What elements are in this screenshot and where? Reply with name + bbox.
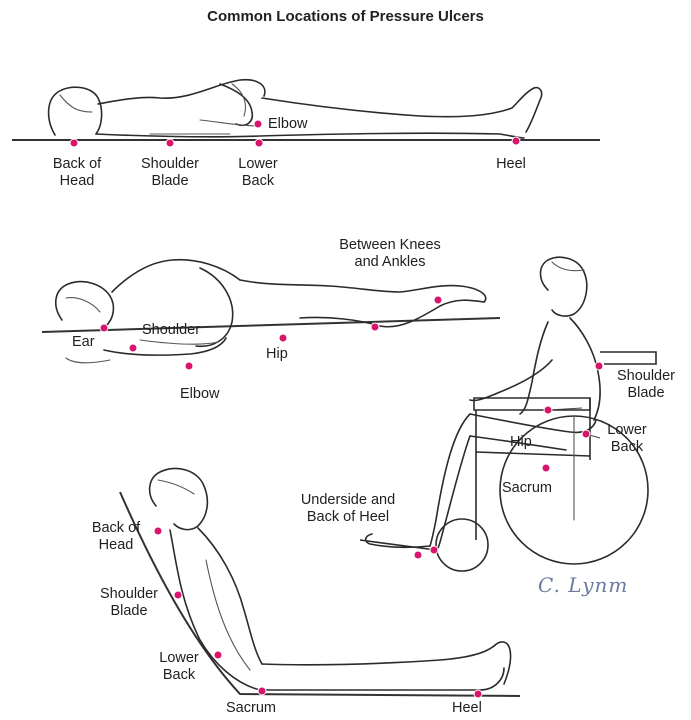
label-supine-heel: Heel (486, 156, 536, 173)
supine-figure (12, 80, 600, 147)
label-wheelchair-sacrum: Sacrum (502, 480, 552, 497)
label-side-hip: Hip (266, 346, 288, 363)
label-reclining-sacrum: Sacrum (226, 700, 276, 717)
label-reclining-heel: Heel (452, 700, 482, 717)
artist-signature: C. Lynm (538, 573, 628, 597)
label-side-ear: Ear (72, 334, 95, 351)
diagram-title: Common Locations of Pressure Ulcers (0, 8, 691, 25)
label-wheelchair-hip: Hip (510, 434, 532, 451)
label-side-elbow: Elbow (180, 386, 220, 403)
label-supine-elbow: Elbow (268, 116, 308, 133)
label-side-shoulder: Shoulder (142, 322, 200, 339)
